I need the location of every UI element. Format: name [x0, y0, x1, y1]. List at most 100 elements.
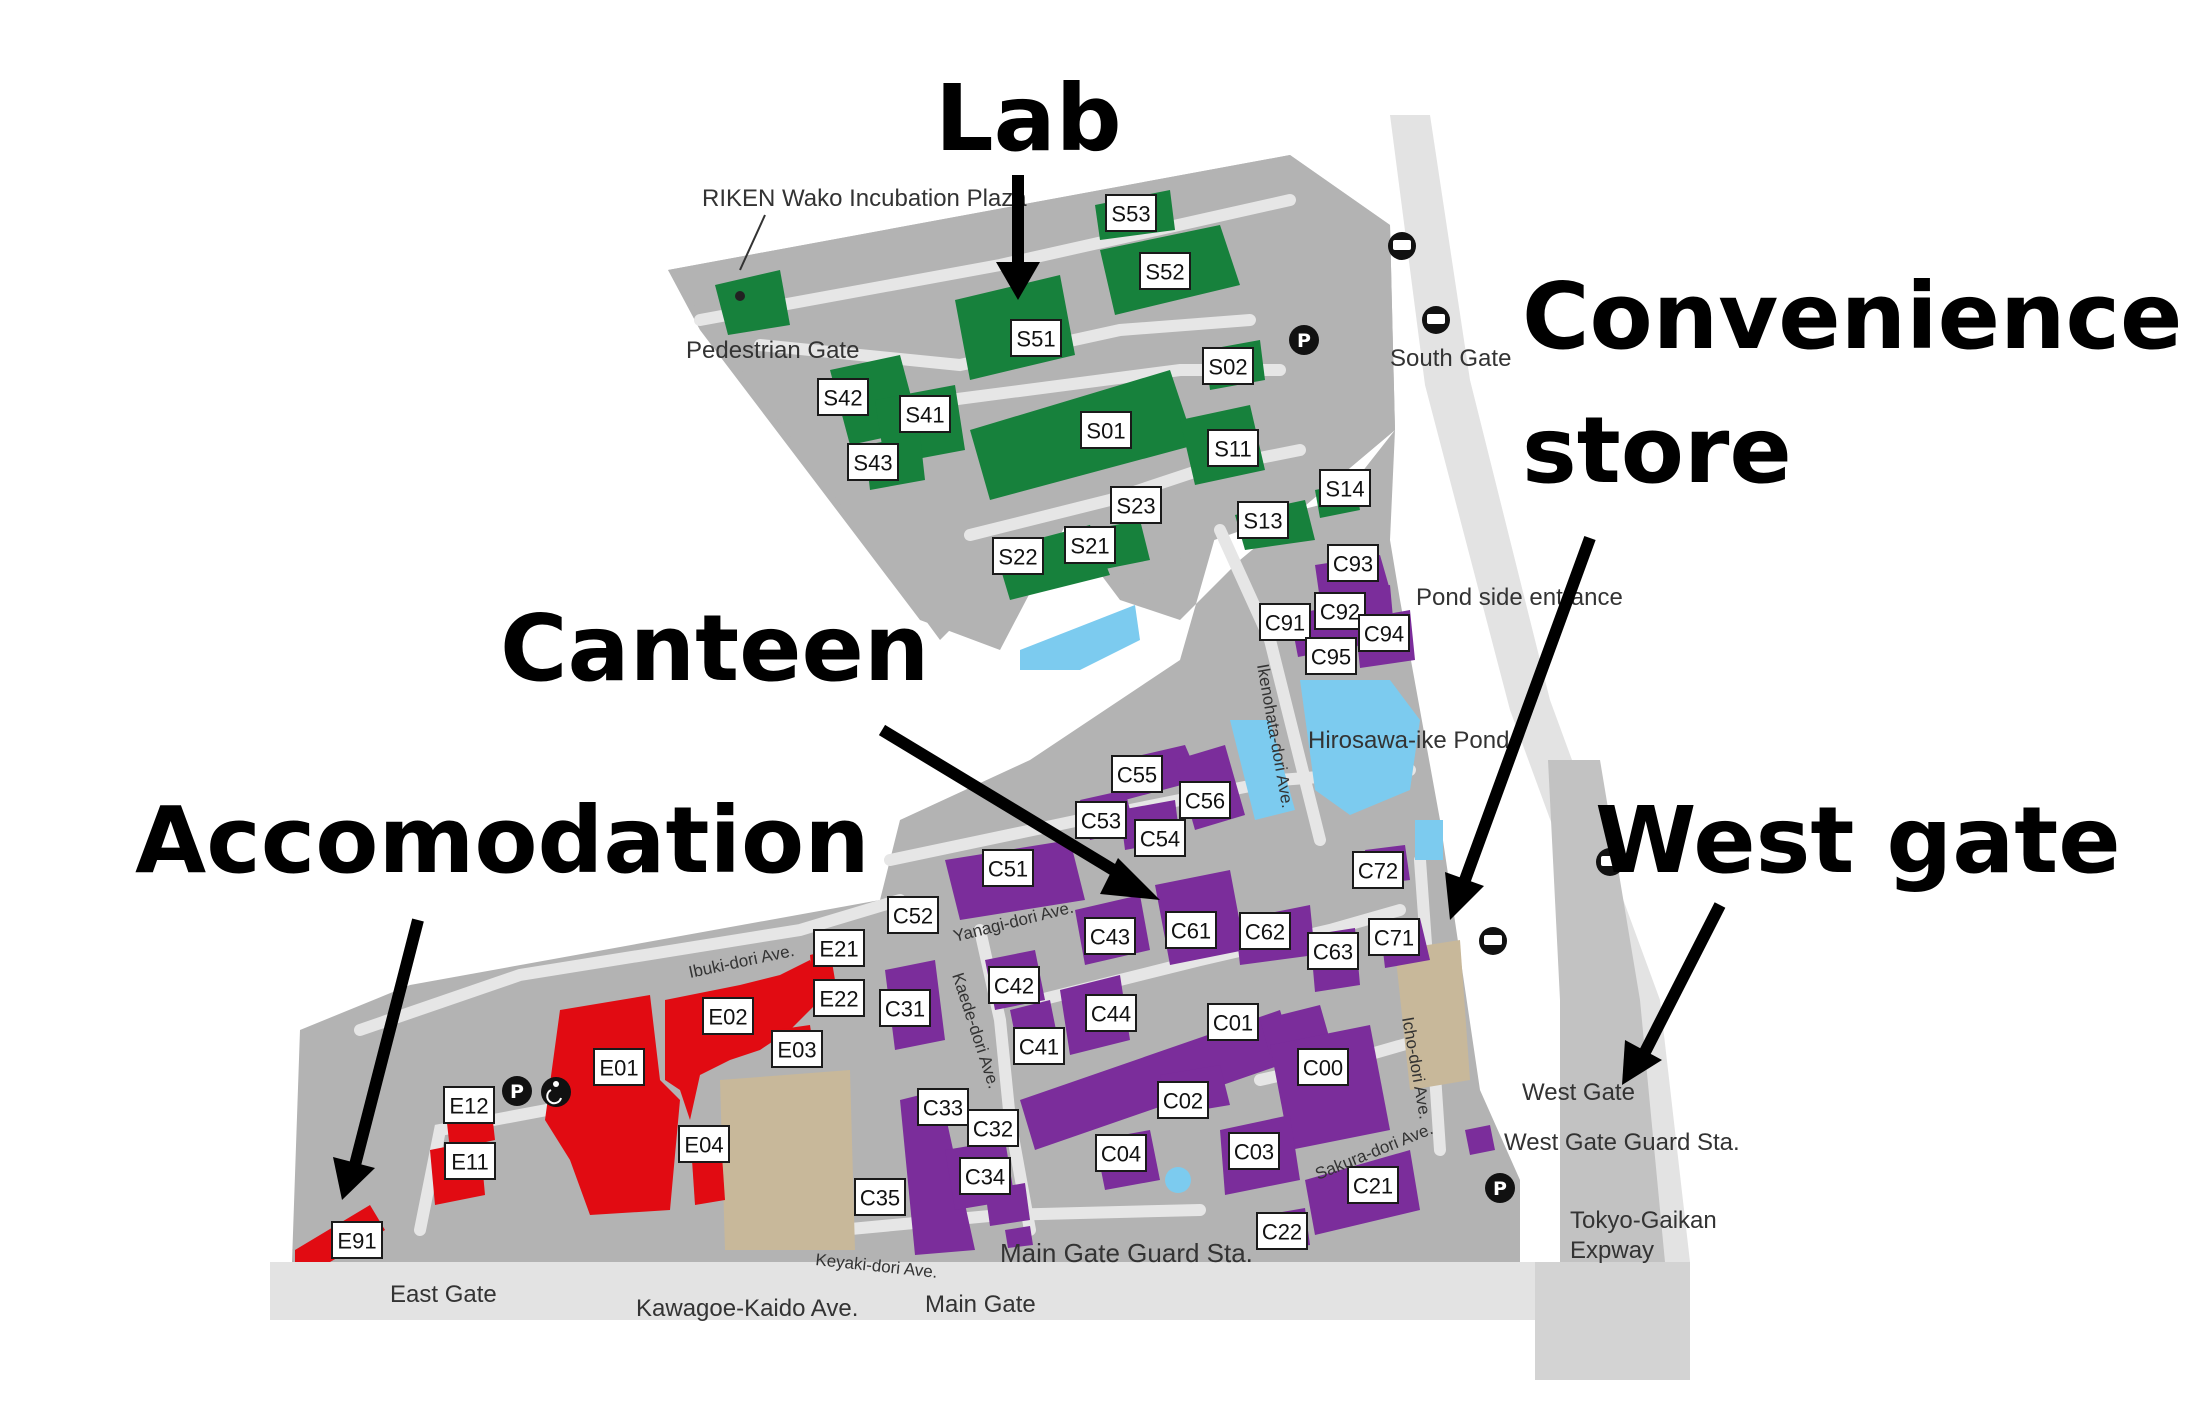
building-label-c04: C04 [1095, 1134, 1147, 1172]
building-label-s01: S01 [1080, 411, 1132, 449]
building-label-s23: S23 [1110, 486, 1162, 524]
building-label-c00: C00 [1297, 1048, 1349, 1086]
building-label-s53: S53 [1105, 194, 1157, 232]
building-label-c56: C56 [1179, 781, 1231, 819]
building-id: S21 [1070, 534, 1109, 559]
sports-ground [720, 940, 1470, 1250]
building-id: S23 [1116, 494, 1155, 519]
callout-store: store [1522, 397, 1792, 504]
building-id: S53 [1111, 202, 1150, 227]
label-west-gate: West Gate [1522, 1079, 1635, 1106]
building-label-c33: C33 [917, 1088, 969, 1126]
callout-lab: Lab [935, 65, 1122, 172]
building-label-e01: E01 [593, 1048, 645, 1086]
building-label-s11: S11 [1207, 429, 1259, 467]
building-id: E91 [337, 1229, 376, 1254]
bus-stop-icon [1388, 232, 1416, 260]
building-id: S43 [853, 451, 892, 476]
svg-text:P: P [1493, 1178, 1507, 1200]
building-id: S41 [905, 403, 944, 428]
building-id: C44 [1091, 1002, 1131, 1027]
canteen-arrow [878, 724, 1160, 900]
building-id: E21 [819, 937, 858, 962]
building-label-c55: C55 [1111, 755, 1163, 793]
label-incubation: RIKEN Wako Incubation Plaza [702, 185, 1027, 212]
building-id: C04 [1101, 1142, 1141, 1167]
building-id: S52 [1145, 260, 1184, 285]
building-id: E04 [684, 1133, 723, 1158]
label-main-gate: Main Gate [925, 1291, 1036, 1318]
building-id: C53 [1081, 809, 1121, 834]
building-label-c22: C22 [1256, 1212, 1308, 1250]
hirosawa-pond [1300, 680, 1420, 815]
building-id: C42 [994, 974, 1034, 999]
building-id: C54 [1140, 827, 1180, 852]
building-id: C32 [973, 1117, 1013, 1142]
building-label-c93: C93 [1327, 544, 1379, 582]
building-id: C56 [1185, 789, 1225, 814]
building-id: E22 [819, 987, 858, 1012]
building-label-s43: S43 [847, 443, 899, 481]
building-label-c91: C91 [1259, 603, 1311, 641]
building-label-c61: C61 [1165, 911, 1217, 949]
callout-accomodation: Accomodation [135, 787, 870, 894]
building-label-c31: C31 [879, 989, 931, 1027]
label-south-gate: South Gate [1390, 345, 1511, 372]
label-expway: Expway [1570, 1237, 1654, 1264]
building-label-s51: S51 [1010, 319, 1062, 357]
building-id: C21 [1353, 1174, 1393, 1199]
building-id: C94 [1364, 622, 1404, 647]
building-label-e91: E91 [331, 1221, 383, 1259]
bus-stop-icon [1596, 848, 1624, 876]
building-label-s02: S02 [1202, 347, 1254, 385]
accomodation-arrow [333, 918, 424, 1200]
building-label-e04: E04 [678, 1125, 730, 1163]
label-tokyo-gaikan: Tokyo-Gaikan [1570, 1207, 1717, 1234]
building-id: S14 [1325, 477, 1364, 502]
building-id: C63 [1313, 940, 1353, 965]
building-label-c21: C21 [1347, 1166, 1399, 1204]
building-label-c52: C52 [887, 896, 939, 934]
building-label-e21: E21 [813, 929, 865, 967]
building-label-c41: C41 [1013, 1027, 1065, 1065]
building-label-e12: E12 [443, 1086, 495, 1124]
building-label-c42: C42 [988, 966, 1040, 1004]
building-id: E11 [451, 1150, 489, 1175]
building-id: S01 [1086, 419, 1125, 444]
building-id: C61 [1171, 919, 1211, 944]
building-label-s14: S14 [1319, 469, 1371, 507]
building-label-e22: E22 [813, 979, 865, 1017]
building-id: C91 [1265, 611, 1305, 636]
building-label-s41: S41 [899, 395, 951, 433]
callout-west-gate: West gate [1595, 787, 2121, 894]
building-label-c92: C92 [1314, 592, 1366, 630]
building-label-c01: C01 [1207, 1003, 1259, 1041]
label-pedestrian-gate: Pedestrian Gate [686, 337, 859, 364]
label-kawagoe: Kawagoe-Kaido Ave. [636, 1295, 858, 1322]
building-label-e03: E03 [771, 1030, 823, 1068]
building-id: E03 [777, 1038, 816, 1063]
building-id: C03 [1234, 1140, 1274, 1165]
callout-canteen: Canteen [500, 595, 929, 702]
accessible-icon [541, 1077, 571, 1107]
bus-stop-icon [1479, 927, 1507, 955]
building-id: E02 [708, 1005, 747, 1030]
lab-arrow [996, 175, 1040, 300]
building-label-s13: S13 [1237, 501, 1289, 539]
building-id: C22 [1262, 1220, 1302, 1245]
convenience-arrow [1445, 535, 1596, 920]
label-west-gate-guard: West Gate Guard Sta. [1504, 1129, 1740, 1156]
building-label-c95: C95 [1305, 637, 1357, 675]
building-label-c34: C34 [959, 1157, 1011, 1195]
building-label-c72: C72 [1352, 851, 1404, 889]
parking-icon: P [1289, 325, 1319, 355]
building-id: C93 [1333, 552, 1373, 577]
building-label-e02: E02 [702, 997, 754, 1035]
bus-stop-icon [1422, 306, 1450, 334]
building-label-c35: C35 [854, 1178, 906, 1216]
label-east-gate: East Gate [390, 1281, 497, 1308]
building-label-c44: C44 [1085, 994, 1137, 1032]
svg-text:P: P [510, 1081, 524, 1103]
